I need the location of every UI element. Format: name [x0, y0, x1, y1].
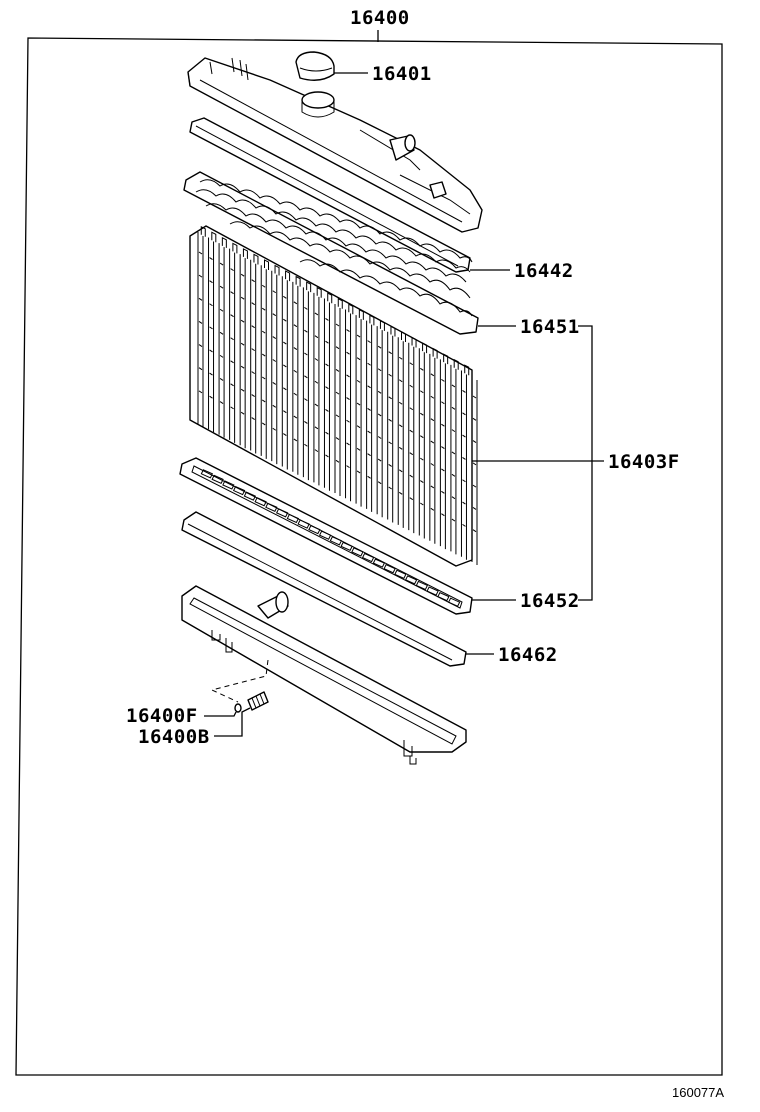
lower-core-plate — [179, 457, 473, 615]
label-lower-gasket: 16462 — [498, 644, 558, 666]
label-upper-gasket: 16442 — [514, 260, 574, 282]
label-cap: 16401 — [372, 63, 432, 85]
label-upper-plate: 16451 — [520, 316, 580, 338]
label-assembly: 16400 — [350, 7, 410, 29]
label-core: 16403F — [608, 451, 680, 473]
label-drain-plug-b: 16400B — [138, 726, 210, 748]
radiator-cap — [295, 51, 335, 81]
figure-code: 160077A — [672, 1085, 724, 1100]
label-drain-plug-f: 16400F — [126, 705, 198, 727]
diagram-frame — [15, 37, 723, 1076]
label-lower-plate: 16452 — [520, 590, 580, 612]
lower-tank — [181, 585, 467, 765]
radiator-core — [189, 225, 478, 567]
drain-plug — [234, 691, 269, 713]
upper-core-plate — [183, 171, 479, 335]
lower-gasket — [181, 511, 467, 667]
upper-tank — [187, 57, 483, 233]
group-bracket — [578, 325, 593, 601]
